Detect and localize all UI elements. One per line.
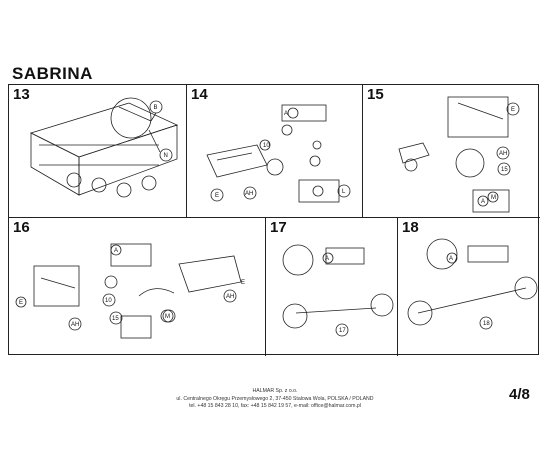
- step-16-panel: 16 A E AH M 10: [9, 218, 266, 356]
- callout-n: N: [164, 153, 168, 159]
- step-number: 14: [191, 86, 208, 103]
- step-17-panel: 17 A 17: [266, 218, 398, 356]
- callout-a: A: [114, 248, 118, 254]
- step-17-illustration: A 17: [282, 244, 394, 337]
- assembly-steps-grid: 13 B N 14: [8, 84, 540, 356]
- company-footer: HALMAR Sp. z o.o. ul. Centralnego Okręgu…: [150, 388, 400, 411]
- callout-e: E: [19, 300, 23, 306]
- step-15-panel: 15 E AH A M 15: [363, 85, 540, 218]
- callout-17: 17: [339, 328, 346, 334]
- step-14-panel: 14 A AH E L 10: [187, 85, 363, 218]
- step-18-panel: 18 A 18: [398, 218, 540, 356]
- step-number: 18: [402, 219, 419, 236]
- callout-b: B: [154, 105, 158, 111]
- callout-15: 15: [112, 316, 119, 322]
- callout-a: A: [449, 256, 453, 262]
- callout-18: 18: [483, 321, 490, 327]
- callout-10: 10: [263, 143, 270, 149]
- step-18-illustration: A 18: [407, 238, 538, 330]
- callout-ah: AH: [499, 151, 507, 157]
- company-address: ul. Centralnego Okręgu Przemysłowego 2, …: [176, 395, 374, 402]
- step-14-illustration: A AH E L 10: [206, 104, 351, 203]
- callout-e: E: [511, 107, 515, 113]
- callout-m: M: [491, 195, 496, 201]
- callout-a: A: [481, 199, 485, 205]
- step-number: 13: [13, 86, 30, 103]
- callout-e: E: [215, 193, 219, 199]
- callout-ah: AH: [245, 191, 253, 197]
- callout-e2: E: [241, 280, 245, 286]
- callout-a: A: [284, 111, 288, 117]
- callout-ah2: AH: [226, 294, 234, 300]
- step-16-illustration: A E AH M 10 15 E AH: [15, 243, 245, 339]
- step-number: 17: [270, 219, 287, 236]
- step-number: 15: [367, 86, 384, 103]
- callout-a: A: [325, 256, 329, 262]
- company-name: HALMAR Sp. z o.o.: [252, 388, 298, 394]
- document-title: SABRINA: [12, 64, 93, 83]
- callout-15: 15: [501, 167, 508, 173]
- step-13-illustration: B N: [29, 97, 179, 198]
- step-15-illustration: E AH A M 15: [398, 96, 520, 213]
- step-13-panel: 13 B N: [9, 85, 187, 218]
- company-contact: tel. +48 15 843 28 10, fax: +48 15 842 1…: [189, 403, 361, 409]
- callout-l: L: [342, 189, 346, 195]
- step-number: 16: [13, 219, 30, 236]
- callout-10: 10: [105, 298, 112, 304]
- page-number: 4/8: [509, 386, 530, 403]
- callout-ah: AH: [71, 322, 79, 328]
- callout-m: M: [165, 314, 170, 320]
